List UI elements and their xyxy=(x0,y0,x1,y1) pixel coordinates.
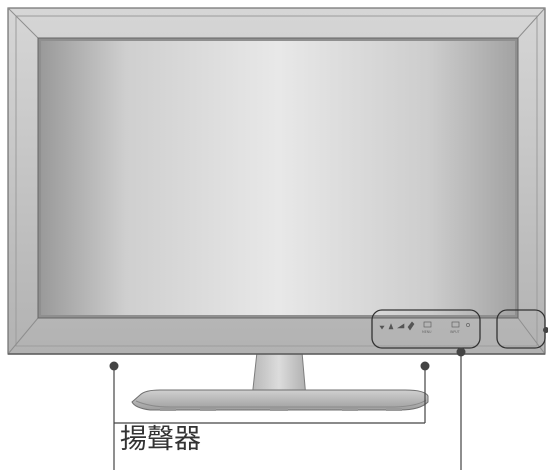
button-icons xyxy=(379,321,470,331)
speaker-right-dot xyxy=(420,361,430,371)
monitor-screen xyxy=(37,37,519,319)
speaker-callout xyxy=(113,366,426,470)
buttons-callout-box xyxy=(371,309,481,349)
menu-button-caption: MENU xyxy=(422,330,432,334)
buttons-callout-dot xyxy=(456,347,466,357)
control-buttons: MENU INPUT xyxy=(379,321,470,334)
speaker-left-dot xyxy=(109,361,119,371)
speaker-label: 揚聲器 xyxy=(120,424,201,455)
input-button-caption: INPUT xyxy=(450,330,460,334)
stand-base xyxy=(131,389,429,411)
power-callout-dot xyxy=(543,327,548,333)
